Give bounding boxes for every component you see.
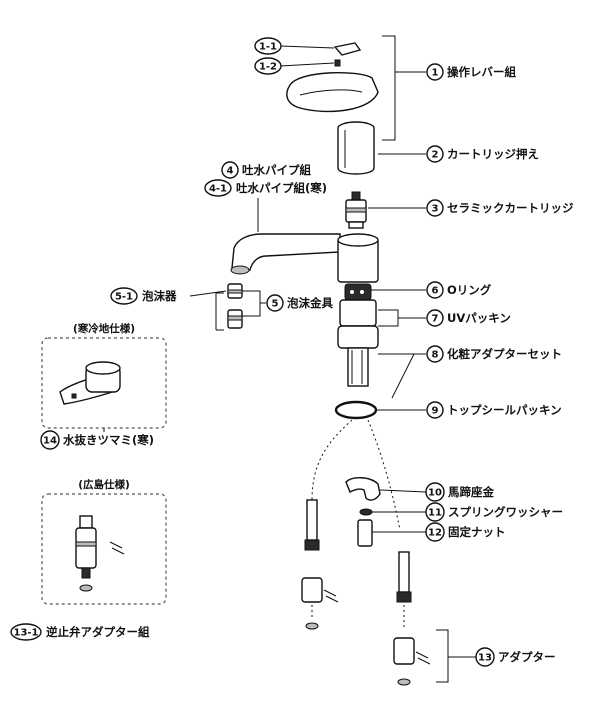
hiroshima-inset-box: [41, 493, 167, 605]
svg-text:固定ナット: 固定ナット: [448, 525, 506, 539]
hiroshima-inset-title: (広島仕様): [78, 478, 130, 491]
svg-text:14: 14: [43, 436, 57, 447]
callout-aerator: 5-1 泡沫器: [110, 287, 177, 305]
svg-text:3: 3: [432, 204, 439, 215]
svg-text:9: 9: [432, 406, 439, 417]
mounting-hardware-drawing: [345, 477, 381, 547]
spout-drawing: [230, 233, 379, 283]
svg-text:Oリング: Oリング: [447, 283, 492, 297]
svg-text:13-1: 13-1: [13, 628, 38, 639]
svg-text:11: 11: [428, 508, 442, 519]
svg-text:逆止弁アダプター組: 逆止弁アダプター組: [46, 625, 150, 639]
svg-text:カートリッジ押え: カートリッジ押え: [447, 147, 539, 161]
svg-text:10: 10: [428, 488, 442, 499]
svg-text:6: 6: [432, 286, 439, 297]
callout-drain-knob: 14 水抜きツマミ(寒): [40, 430, 154, 450]
lever-handle-drawing: [286, 42, 379, 113]
callout-top-seal-packing: 9 トップシールパッキン: [426, 401, 562, 419]
check-valve-adapter-drawing: [75, 515, 125, 592]
svg-text:5-1: 5-1: [115, 292, 133, 303]
svg-text:8: 8: [432, 350, 439, 361]
svg-text:トップシールパッキン: トップシールパッキン: [447, 403, 562, 417]
cold-region-inset-title: (寒冷地仕様): [73, 322, 135, 335]
svg-text:泡沫器: 泡沫器: [142, 289, 177, 303]
svg-text:操作レバー組: 操作レバー組: [447, 65, 516, 79]
svg-text:7: 7: [432, 314, 439, 325]
svg-text:馬蹄座金: 馬蹄座金: [448, 485, 494, 499]
callout-spring-washer: 11 スプリングワッシャー: [425, 502, 563, 522]
faucet-body-drawing: [337, 283, 379, 387]
callout-decor-adapter-set: 8 化粧アダプターセット: [426, 345, 562, 363]
callout-lever-screw: 1-2: [254, 57, 282, 75]
svg-text:化粧アダプターセット: 化粧アダプターセット: [447, 347, 562, 361]
svg-text:1: 1: [432, 68, 439, 79]
callout-aerator-fitting: 5 泡沫金具: [266, 294, 333, 312]
callout-operation-lever: 1 操作レバー組: [426, 63, 516, 81]
svg-text:アダプター: アダプター: [498, 650, 556, 664]
svg-text:スプリングワッシャー: スプリングワッシャー: [448, 505, 563, 519]
callout-adapter: 13 アダプター: [475, 647, 556, 667]
callout-horseshoe-washer: 10 馬蹄座金: [425, 482, 494, 502]
callout-check-valve-adapter: 13-1 逆止弁アダプター組: [10, 623, 150, 641]
cartridge-holder-drawing: [337, 121, 375, 175]
callout-uv-packing: 7 UVパッキン: [426, 309, 511, 327]
callout-lever-cap: 1-1: [254, 37, 282, 55]
callout-ceramic-cartridge: 3 セラミックカートリッジ: [426, 199, 574, 217]
svg-text:1-2: 1-2: [259, 62, 277, 73]
callout-spout-cold: 4-1 吐水パイプ組(寒): [204, 179, 327, 197]
svg-text:13: 13: [478, 653, 492, 664]
svg-text:水抜きツマミ(寒): 水抜きツマミ(寒): [63, 433, 154, 447]
supply-pipes-drawing: [301, 499, 431, 686]
top-seal-packing-drawing: [334, 400, 378, 420]
ceramic-cartridge-drawing: [345, 191, 367, 229]
callout-o-ring: 6 Oリング: [426, 281, 492, 299]
svg-text:2: 2: [432, 150, 439, 161]
svg-text:4: 4: [227, 166, 234, 177]
svg-text:泡沫金具: 泡沫金具: [287, 296, 333, 310]
callout-spout: 4 吐水パイプ組: [221, 161, 311, 179]
svg-text:吐水パイプ組: 吐水パイプ組: [242, 163, 311, 177]
leader-lines: [103, 35, 476, 683]
svg-text:5: 5: [272, 299, 279, 310]
callout-fixing-nut: 12 固定ナット: [425, 522, 506, 542]
aerator-drawing: [215, 283, 243, 331]
svg-text:12: 12: [428, 528, 442, 539]
svg-text:UVパッキン: UVパッキン: [447, 311, 511, 325]
svg-text:1-1: 1-1: [259, 42, 277, 53]
svg-text:セラミックカートリッジ: セラミックカートリッジ: [447, 201, 574, 215]
svg-text:4-1: 4-1: [209, 184, 227, 195]
callout-cartridge-holder: 2 カートリッジ押え: [426, 145, 539, 163]
drain-knob-drawing: [59, 361, 121, 405]
svg-text:吐水パイプ組(寒): 吐水パイプ組(寒): [236, 181, 327, 195]
